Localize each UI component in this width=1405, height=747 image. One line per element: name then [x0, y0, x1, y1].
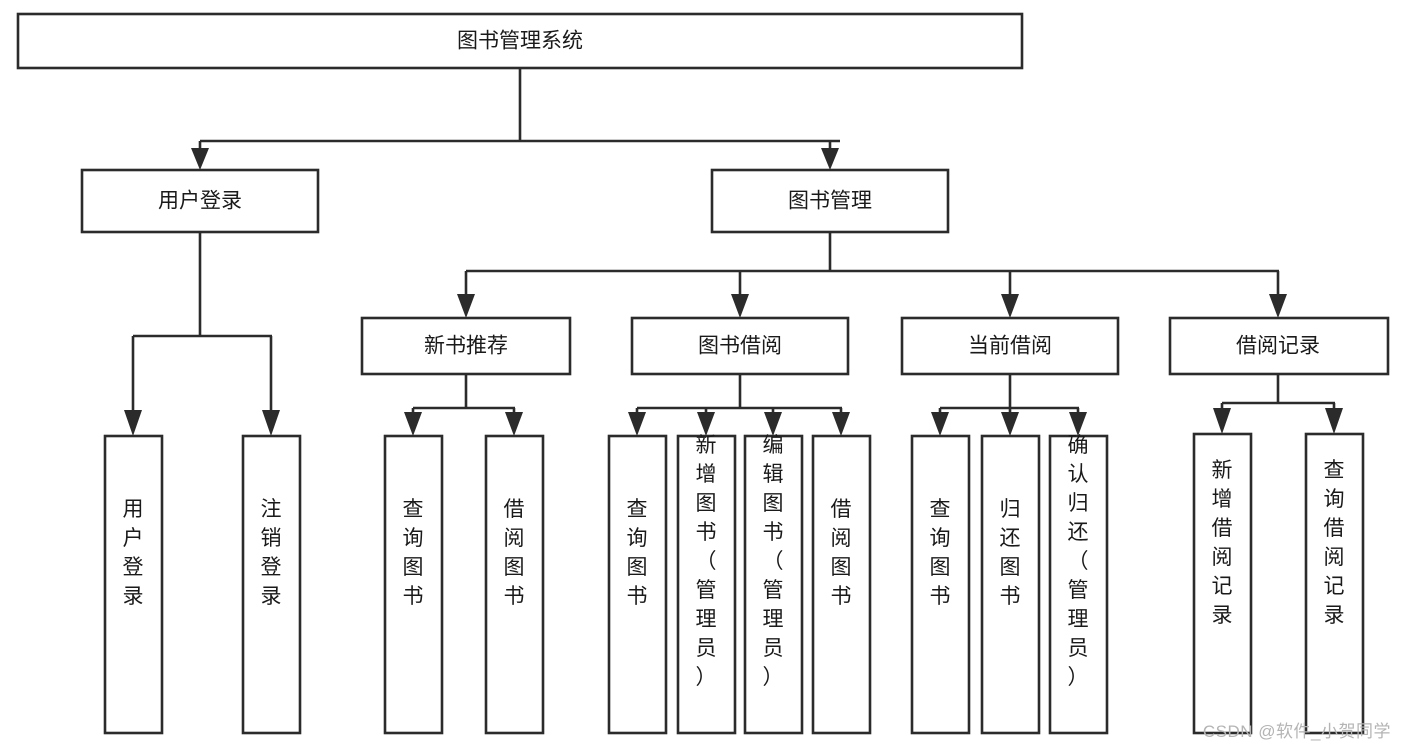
node-leaf-add-borrow-record-label: 新增借阅记录 [1212, 459, 1233, 627]
node-leaf-query-borrow-record[interactable]: 查询借阅记录 [1304, 432, 1365, 735]
node-leaf-edit-book-admin-label: 编辑图书（管理员） [763, 434, 784, 689]
node-borrow-record-label: 借阅记录 [1236, 335, 1320, 358]
connector-root-to-level2 [191, 68, 840, 170]
node-leaf-return-book-label: 归还图书 [1000, 498, 1021, 608]
node-new-book-recommend-label: 新书推荐 [424, 335, 508, 358]
node-current-borrow[interactable]: 当前借阅 [900, 316, 1120, 376]
node-borrow-record[interactable]: 借阅记录 [1168, 316, 1390, 376]
node-leaf-query-book-1-label: 查询图书 [403, 498, 424, 608]
node-leaf-user-login[interactable]: 用户登录 [103, 434, 164, 735]
node-user-login[interactable]: 用户登录 [80, 168, 320, 234]
node-new-book-recommend[interactable]: 新书推荐 [360, 316, 572, 376]
node-leaf-logout-login[interactable]: 注销登录 [241, 434, 302, 735]
node-leaf-borrow-book-1-label: 借阅图书 [504, 498, 525, 608]
node-leaf-user-login-label: 用户登录 [123, 498, 144, 608]
node-leaf-query-book-3-label: 查询图书 [930, 498, 951, 608]
node-user-login-label: 用户登录 [158, 190, 242, 213]
connector-currentborrow-to-leaves [931, 374, 1087, 436]
node-leaf-borrow-book-1[interactable]: 借阅图书 [484, 434, 545, 735]
node-leaf-borrow-book-2-label: 借阅图书 [831, 498, 852, 608]
node-leaf-query-book-3[interactable]: 查询图书 [910, 434, 971, 735]
node-root-label: 图书管理系统 [457, 30, 583, 53]
node-book-management-label: 图书管理 [788, 190, 872, 213]
node-root[interactable]: 图书管理系统 [16, 12, 1024, 70]
node-leaf-add-book-admin-label: 新增图书（管理员） [696, 434, 717, 689]
connector-bookmanagement-to-level3 [457, 232, 1287, 318]
connector-userlogin-to-leaves [124, 232, 280, 436]
node-leaf-add-book-admin[interactable]: 新增图书（管理员） [676, 434, 737, 735]
node-leaf-confirm-return-admin-label: 确认归还（管理员） [1068, 434, 1089, 689]
node-book-borrow[interactable]: 图书借阅 [630, 316, 850, 376]
node-book-borrow-label: 图书借阅 [698, 335, 782, 358]
node-leaf-confirm-return-admin[interactable]: 确认归还（管理员） [1048, 434, 1109, 735]
node-leaf-query-book-2-label: 查询图书 [627, 498, 648, 608]
node-leaf-borrow-book-2[interactable]: 借阅图书 [811, 434, 872, 735]
node-leaf-edit-book-admin[interactable]: 编辑图书（管理员） [743, 434, 804, 735]
connector-borrowrecord-to-leaves [1213, 374, 1343, 434]
connector-bookborrow-to-leaves [628, 374, 850, 436]
node-leaf-logout-login-label: 注销登录 [261, 498, 282, 608]
node-leaf-query-book-1[interactable]: 查询图书 [383, 434, 444, 735]
node-leaf-query-book-2[interactable]: 查询图书 [607, 434, 668, 735]
node-leaf-add-borrow-record[interactable]: 新增借阅记录 [1192, 432, 1253, 735]
connector-newbook-to-leaves [404, 374, 523, 436]
node-leaf-query-borrow-record-label: 查询借阅记录 [1324, 459, 1345, 627]
node-current-borrow-label: 当前借阅 [968, 335, 1052, 358]
node-leaf-return-book[interactable]: 归还图书 [980, 434, 1041, 735]
node-book-management[interactable]: 图书管理 [710, 168, 950, 234]
